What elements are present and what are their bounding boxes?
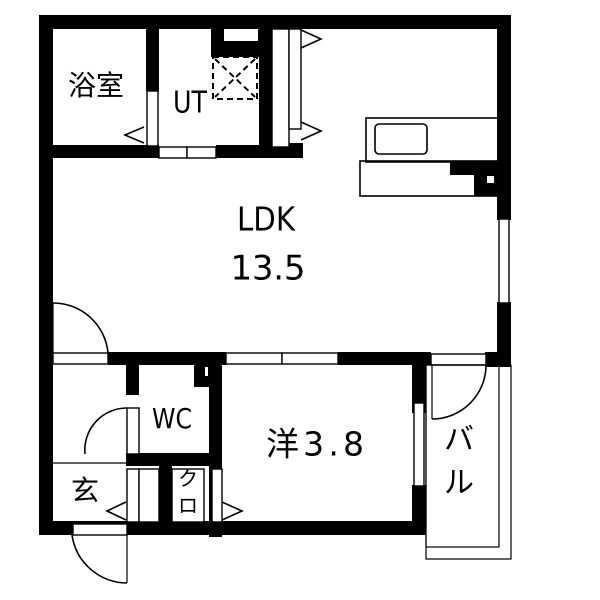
washing-machine-space: [212, 56, 258, 100]
room-label-utility: UT: [173, 86, 208, 121]
interior-walls-top: [39, 15, 303, 158]
kitchen-counter: [359, 117, 499, 197]
ut-sliding-door[interactable]: [158, 146, 217, 159]
room-label-bath: 浴室: [68, 69, 124, 102]
room-label-ldk: LDK: [237, 200, 296, 239]
bath-door-arrow-icon: [122, 126, 145, 144]
closet-sliding-door[interactable]: [171, 468, 244, 523]
balcony-outline: [425, 364, 512, 560]
room-label-ldk-size: 13.5: [231, 249, 306, 289]
storage-sliding-doors[interactable]: [271, 28, 323, 148]
room-label-closet-1: ク: [178, 467, 198, 491]
interior-walls-lower: [126, 365, 426, 537]
room-label-western: 洋3.8: [266, 425, 364, 464]
front-door[interactable]: [71, 523, 128, 584]
room-label-closet-2: ロ: [178, 494, 198, 518]
bath-sliding-door[interactable]: [146, 90, 159, 147]
room-label-entrance: 玄: [71, 474, 99, 507]
western-room-sliding-door[interactable]: [225, 352, 339, 365]
western-room-window: [413, 402, 425, 487]
sink-icon: [374, 123, 428, 155]
room-label-balcony-1: バ: [444, 423, 474, 458]
ldk-right-window: [498, 218, 510, 304]
hall-door[interactable]: [52, 302, 109, 365]
room-label-balcony-2: ル: [444, 466, 474, 501]
shoe-closet-sliding-door[interactable]: [105, 468, 160, 523]
interior-walls-middle: [108, 352, 511, 367]
balcony-door[interactable]: [430, 353, 487, 420]
room-label-wc: WC: [152, 402, 192, 435]
wc-door[interactable]: [84, 407, 140, 455]
